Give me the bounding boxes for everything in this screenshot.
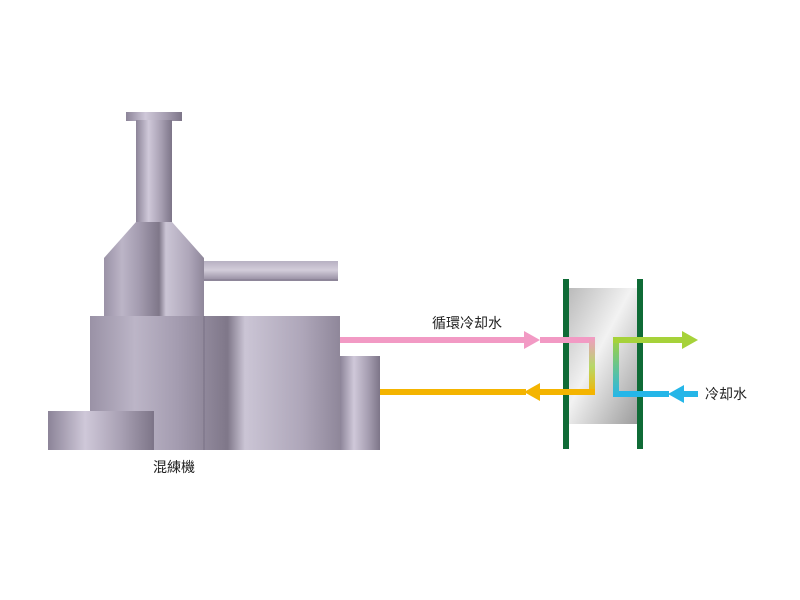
mixed-pipe-vertical: [589, 337, 595, 395]
machine-seam: [152, 411, 154, 450]
cooling-water-loop: [613, 331, 698, 403]
yellow-pipe: [380, 389, 526, 395]
arrow-left-icon: [524, 383, 540, 401]
circulating-water-label: 循環冷却水: [432, 316, 502, 332]
machine-hopper: [104, 222, 204, 258]
exchanger-plate: [567, 288, 639, 424]
yellow-pipe-inner: [540, 389, 595, 395]
arrow-right-icon: [682, 331, 698, 349]
exchanger-right-bar: [637, 279, 643, 449]
machine-base-plate: [48, 411, 154, 450]
arrow-right-icon: [524, 331, 540, 349]
blue-pipe-inner: [613, 391, 669, 397]
machine-right-block: [340, 356, 380, 450]
pink-pipe-inner: [540, 337, 594, 343]
circulating-water-loop: [340, 331, 595, 401]
mixed-pipe-vertical-2: [613, 337, 619, 397]
arrow-left-icon: [668, 385, 684, 403]
machine-top-cap: [126, 112, 182, 121]
green-pipe: [613, 337, 683, 343]
blue-pipe: [683, 391, 698, 397]
machine-label: 混練機: [153, 460, 195, 476]
exchanger-left-bar: [563, 279, 569, 449]
kneader-machine: [48, 112, 380, 450]
pink-pipe: [340, 337, 525, 343]
machine-vertical-pipe: [136, 120, 172, 222]
cooling-water-label: 冷却水: [705, 387, 747, 403]
heat-exchanger: [563, 279, 643, 449]
machine-side-arm: [204, 261, 338, 279]
machine-arm-shadow: [204, 279, 338, 281]
machine-seam: [203, 316, 205, 450]
machine-upper-cylinder: [104, 258, 204, 316]
